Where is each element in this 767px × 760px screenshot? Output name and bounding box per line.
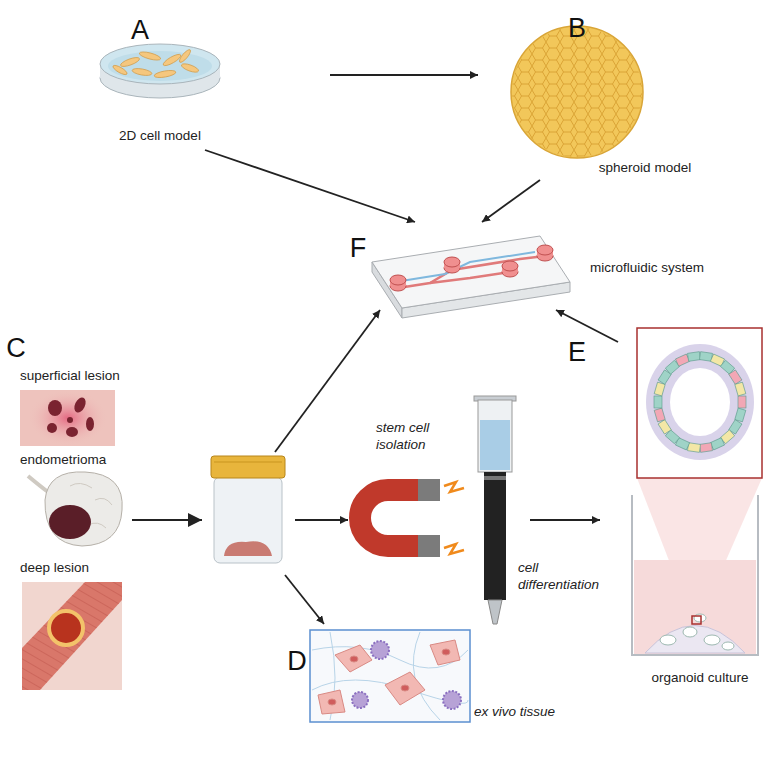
spheroid <box>511 26 643 158</box>
superficial-lesion-picture <box>20 390 115 446</box>
figure-panel: Fmicrofluidic system <box>345 222 745 310</box>
figure-panel: A 2D cell model <box>100 5 330 150</box>
petri-dish <box>100 44 220 98</box>
caption-text: deep lesion <box>20 560 89 577</box>
caption-text: superficial lesion <box>20 368 120 385</box>
caption-text: endometrioma <box>20 452 106 469</box>
figure-panel: endometrioma <box>12 448 132 552</box>
specimen-jar <box>211 456 285 563</box>
separation-column <box>474 396 516 624</box>
magnet <box>360 479 464 557</box>
flow-arrow <box>330 74 478 76</box>
panel-letter: F <box>350 234 367 262</box>
panel-letter: E <box>568 338 586 366</box>
microfluidic-chip <box>372 236 570 318</box>
endometrioma-picture <box>28 472 122 546</box>
figure-panel: superficial lesion endometrioma deep lesio… <box>5 330 295 700</box>
figure-panel: superficial lesion <box>12 362 132 450</box>
caption-text: ex vivo tissue <box>474 704 555 721</box>
caption-text: cell differentiation <box>518 560 618 594</box>
panel-letter: B <box>568 14 586 42</box>
figure-panel: stem cell isolation cell differentiation <box>330 400 620 620</box>
deep-lesion-picture <box>22 582 122 690</box>
flow-arrow <box>556 310 618 342</box>
flow-arrow <box>285 575 324 624</box>
caption-text: microfluidic system <box>590 260 704 277</box>
flow-arrow <box>275 310 380 452</box>
organoid-well <box>632 328 762 655</box>
caption-text: organoid culture <box>652 670 749 687</box>
flow-arrow <box>482 180 540 222</box>
flow-arrow <box>530 519 600 521</box>
figure-panel: Eorganoid culture <box>605 340 765 695</box>
flow-arrow <box>295 519 348 521</box>
tissue-section <box>310 630 470 722</box>
flow-arrow <box>205 150 415 222</box>
caption-text: spheroid model <box>599 160 691 177</box>
figure-panel: Bspheroid model <box>480 5 720 180</box>
caption-text: 2D cell model <box>119 128 201 145</box>
panel-letter: A <box>131 16 149 44</box>
panel-letter: C <box>6 334 26 362</box>
figure-panel: Dex vivo tissue <box>285 625 560 758</box>
figure-panel: deep lesion <box>12 556 132 694</box>
panel-letter: D <box>287 647 307 675</box>
caption-text: stem cell isolation <box>376 420 464 454</box>
arrow <box>132 519 202 521</box>
